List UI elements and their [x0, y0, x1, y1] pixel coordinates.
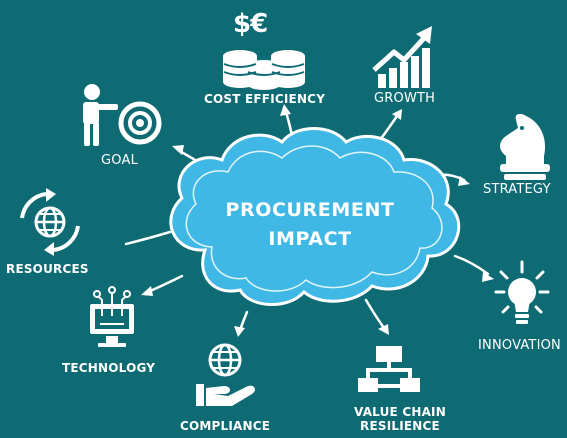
arrow-heads: [141, 104, 494, 337]
arrow-value-chain: [364, 298, 386, 330]
label-technology: TECHNOLOGY: [62, 361, 156, 375]
label-value-chain-line2: RESILIENCE: [360, 419, 440, 433]
coins-icon: [223, 50, 305, 90]
resources-globe-icon: [20, 188, 80, 256]
arrow-technology: [146, 274, 184, 294]
center-title-line1: PROCUREMENT: [225, 199, 395, 221]
label-cost-efficiency: COST EFFICIENCY: [204, 92, 326, 106]
label-value-chain: VALUE CHAIN RESILIENCE: [350, 405, 450, 433]
label-resources: RESOURCES: [6, 262, 89, 276]
center-title-line2: IMPACT: [268, 228, 352, 250]
chess-knight-icon: [500, 113, 550, 180]
label-innovation: INNOVATION: [478, 338, 561, 353]
hierarchy-icon: [358, 346, 420, 392]
monitor-circuit-icon: [90, 286, 134, 347]
center-title: PROCUREMENT IMPACT: [200, 196, 420, 254]
lightbulb-icon: [494, 260, 550, 324]
label-strategy: STRATEGY: [483, 182, 551, 197]
arrow-innovation: [453, 254, 490, 276]
hand-globe-icon: [196, 343, 255, 406]
currency-symbols: $€: [233, 9, 268, 39]
label-value-chain-line1: VALUE CHAIN: [354, 405, 446, 419]
growth-chart-icon: [372, 26, 432, 88]
goal-icon: [83, 84, 162, 146]
label-compliance: COMPLIANCE: [180, 419, 271, 433]
label-goal: GOAL: [101, 153, 139, 168]
label-growth: GROWTH: [374, 91, 436, 106]
arrow-resources: [124, 230, 172, 246]
central-cloud: [169, 127, 461, 306]
